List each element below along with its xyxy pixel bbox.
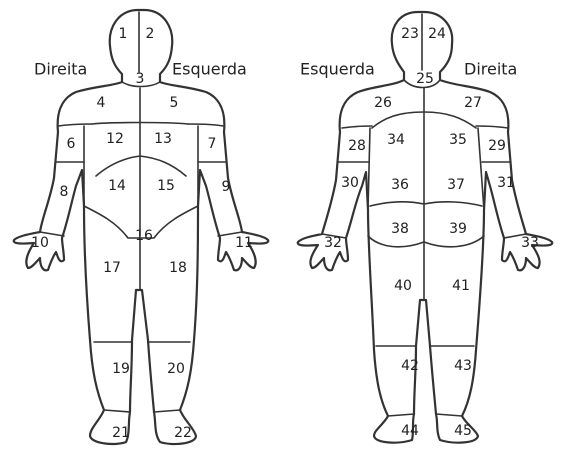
front-abdomen-line <box>96 156 186 176</box>
front-region-number: 13 <box>154 131 172 147</box>
front-region-number: 14 <box>108 178 126 194</box>
back-shoulder-line-right <box>476 126 508 128</box>
back-region-number: 44 <box>401 423 419 439</box>
back-region-number: 31 <box>497 175 515 191</box>
back-region-number: 24 <box>428 26 446 42</box>
front-region-number: 18 <box>169 260 187 276</box>
back-region-number: 26 <box>374 95 392 111</box>
back-region-number: 23 <box>401 26 419 42</box>
front-region-number: 1 <box>119 26 128 42</box>
front-region-number: 8 <box>60 184 69 200</box>
front-ankle-right <box>154 410 180 412</box>
back-buttocks-line <box>368 236 484 247</box>
back-region-number: 37 <box>447 177 465 193</box>
front-region-number: 4 <box>97 95 106 111</box>
front-shoulder-line-right <box>188 124 224 126</box>
back-region-number: 30 <box>341 175 359 191</box>
back-arm-inner-left <box>368 128 370 210</box>
front-region-number: 22 <box>174 425 192 441</box>
back-label-left: Esquerda <box>300 60 375 79</box>
back-region-number: 25 <box>416 71 434 87</box>
front-region-number: 10 <box>31 235 49 251</box>
front-region-number: 20 <box>167 361 185 377</box>
front-region-number: 15 <box>157 178 175 194</box>
back-region-number: 43 <box>454 358 472 374</box>
front-region-number: 3 <box>136 71 145 87</box>
back-region-number: 45 <box>454 423 472 439</box>
front-label-left: Direita <box>34 60 87 79</box>
back-region-number: 27 <box>464 95 482 111</box>
front-ankle-left <box>104 410 130 412</box>
back-region-number: 28 <box>348 138 366 154</box>
front-region-number: 5 <box>170 95 179 111</box>
back-ankle-right <box>436 414 462 416</box>
back-label-right: Direita <box>464 60 517 79</box>
back-region-number: 42 <box>401 358 419 374</box>
back-arm-inner-right <box>478 128 484 210</box>
front-label-right: Esquerda <box>172 60 247 79</box>
front-region-number: 6 <box>67 136 76 152</box>
front-region-number: 16 <box>135 228 153 244</box>
front-region-number: 7 <box>208 136 217 152</box>
back-region-number: 34 <box>387 132 405 148</box>
back-region-number: 35 <box>449 132 467 148</box>
back-region-number: 38 <box>391 221 409 237</box>
front-region-number: 21 <box>112 425 130 441</box>
front-region-number: 9 <box>222 179 231 195</box>
back-region-numbers: 23 24 25 26 27 28 29 30 31 32 33 34 35 3… <box>324 26 539 439</box>
front-region-number: 19 <box>112 361 130 377</box>
back-figure: Esquerda Direita 23 24 25 26 27 28 29 30… <box>298 12 553 443</box>
back-region-number: 39 <box>449 221 467 237</box>
front-region-number: 2 <box>146 26 155 42</box>
back-region-number: 41 <box>452 278 470 294</box>
back-region-number: 40 <box>394 278 412 294</box>
front-region-number: 12 <box>106 131 124 147</box>
back-region-number: 36 <box>391 177 409 193</box>
front-figure: Direita Esquerda 1 2 3 4 5 6 7 8 9 10 11… <box>14 10 269 444</box>
back-region-number: 29 <box>488 138 506 154</box>
back-region-number: 33 <box>521 235 539 251</box>
back-region-number: 32 <box>324 235 342 251</box>
front-region-number: 17 <box>103 260 121 276</box>
front-shoulder-line-left <box>58 124 92 126</box>
back-ankle-left <box>388 414 414 416</box>
front-region-number: 11 <box>235 235 253 251</box>
back-waist-line <box>370 202 482 206</box>
back-shoulder-line-left <box>342 126 372 128</box>
